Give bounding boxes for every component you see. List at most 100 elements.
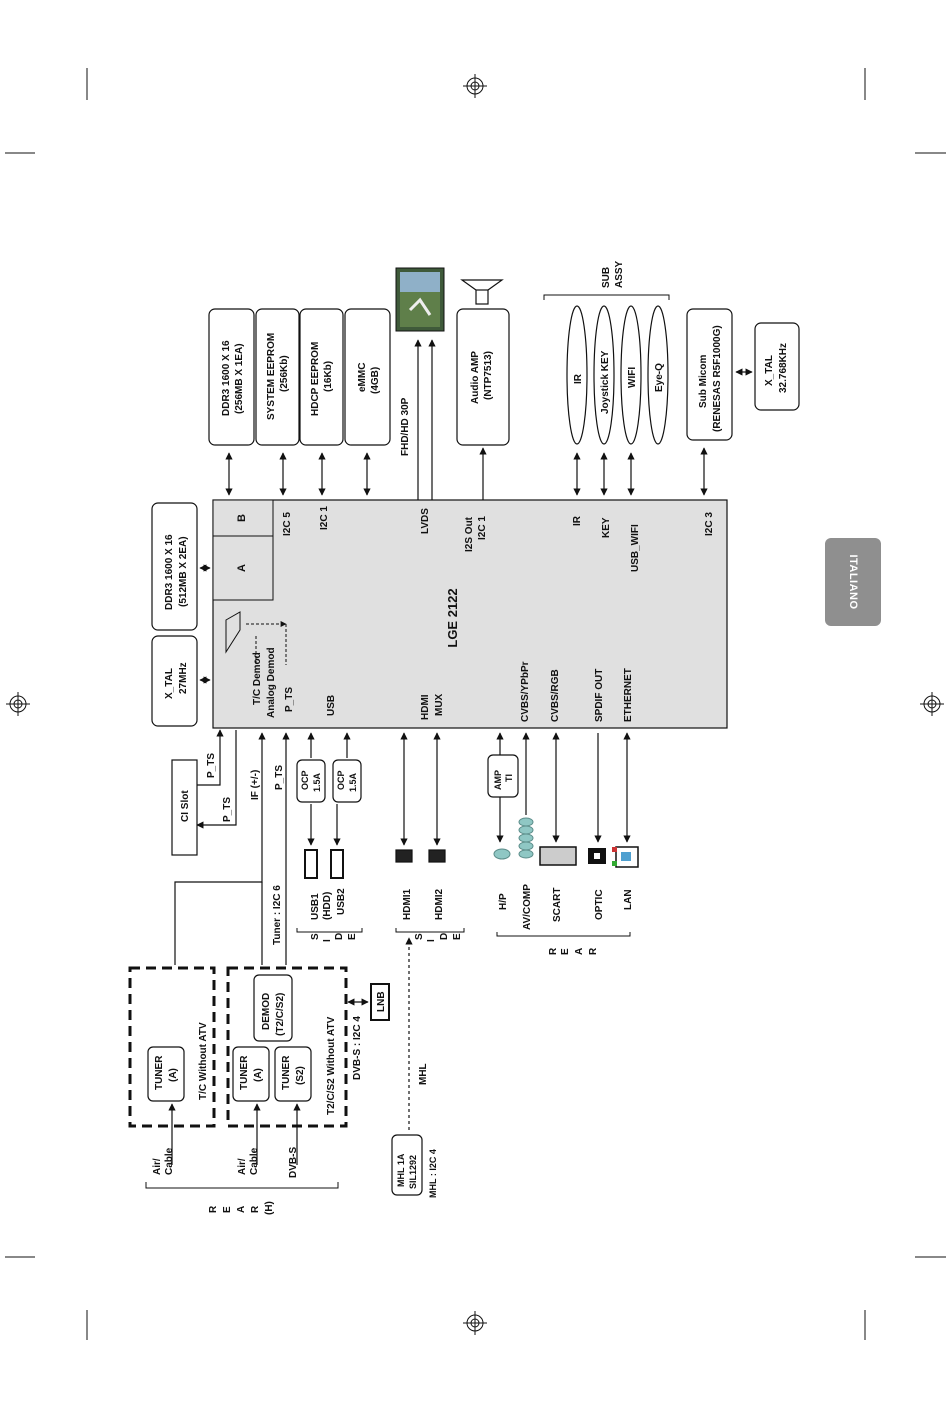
hdmi-connectors: [395, 732, 446, 863]
rear-port-icons: [493, 817, 639, 868]
svg-text:(T2/C/S2): (T2/C/S2): [275, 993, 286, 1036]
svg-text:X_TAL: X_TAL: [164, 668, 175, 699]
registration-target-left: [6, 692, 30, 716]
pin-i2s-i2c1: I2C 1: [477, 516, 488, 540]
svg-text:Audio AMP: Audio AMP: [470, 351, 481, 404]
svg-text:LAN: LAN: [623, 889, 634, 910]
language-tab-label: ITALIANO: [847, 554, 859, 610]
svg-text:A: A: [236, 1206, 247, 1213]
svg-text:X_TAL: X_TAL: [764, 355, 775, 386]
registration-target-top: [463, 74, 487, 98]
pin-i2c1: I2C 1: [319, 506, 330, 530]
svg-text:OCP: OCP: [336, 770, 346, 790]
svg-text:DVB-S : I2C 4: DVB-S : I2C 4: [352, 1016, 363, 1080]
system-eeprom-block: [255, 308, 300, 446]
svg-text:R: R: [250, 1205, 261, 1213]
svg-text:Air/: Air/: [237, 1158, 248, 1175]
rear-h-word: R E A R (H): [208, 1201, 275, 1215]
pin-lvds: LVDS: [420, 508, 431, 534]
pin-spdif-out: SPDIF OUT: [594, 669, 605, 722]
svg-text:TUNER: TUNER: [281, 1055, 292, 1090]
svg-text:(16Kb): (16Kb): [323, 361, 334, 392]
svg-text:R: R: [588, 947, 599, 955]
tuner-connectors: [168, 937, 413, 1165]
svg-text:P_TS: P_TS: [274, 765, 285, 790]
usb-connectors: [304, 732, 351, 879]
pin-p-ts: P_TS: [284, 687, 295, 712]
svg-text:LNB: LNB: [376, 991, 387, 1012]
top-connectors: [225, 339, 753, 500]
svg-text:FHD/HD 30P: FHD/HD 30P: [400, 397, 411, 456]
svg-text:DEMOD: DEMOD: [261, 993, 272, 1030]
side-port-labels: USB1 (HDD) USB2 HDMI1 HDMI2: [310, 888, 445, 920]
svg-text:TUNER: TUNER: [239, 1055, 250, 1090]
svg-text:HDMI2: HDMI2: [434, 888, 445, 920]
ddr3-block-1: [208, 308, 255, 446]
ci-slot-label: CI Slot: [180, 790, 191, 822]
svg-text:TUNER: TUNER: [154, 1055, 165, 1090]
svg-text:Tuner : I2C 6: Tuner : I2C 6: [272, 885, 283, 945]
signal-labels: P_TS P_TS IF (+/-) P_TS Tuner : I2C 6: [206, 753, 285, 945]
svg-text:1.5A: 1.5A: [348, 772, 358, 792]
chip-region-a: [212, 535, 274, 601]
svg-text:Sub Micom: Sub Micom: [698, 355, 709, 408]
ocp-blocks: [296, 759, 362, 803]
svg-text:E: E: [452, 933, 463, 940]
crop-marks: [5, 68, 946, 1340]
pin-key: KEY: [601, 517, 612, 538]
svg-text:(A): (A): [253, 1068, 264, 1082]
sub-assy-ellipses: [566, 305, 669, 445]
svg-text:MHL : I2C 4: MHL : I2C 4: [428, 1149, 438, 1198]
svg-text:32.768KHz: 32.768KHz: [778, 343, 789, 393]
rear-connectors: [496, 732, 631, 843]
tuner-blocks: [147, 974, 390, 1102]
sub-assy-bracket: [543, 294, 670, 300]
pin-hdmi: HDMI: [420, 694, 431, 720]
svg-text:R: R: [548, 947, 559, 955]
top-block-labels: DDR3 1600 X 16 (256MB X 1EA) SYSTEM EEPR…: [221, 260, 789, 456]
svg-text:Cable: Cable: [164, 1147, 175, 1175]
audio-amp-block: [456, 308, 510, 446]
svg-text:(S2): (S2): [295, 1066, 306, 1085]
svg-text:E: E: [560, 948, 571, 955]
svg-text:USB1: USB1: [310, 893, 321, 920]
tc-tuner-group: [128, 966, 216, 1128]
pin-usb: USB: [326, 695, 337, 716]
svg-text:IF (+/-): IF (+/-): [250, 770, 261, 800]
svg-text:S: S: [310, 933, 321, 940]
left-block-labels: DDR3 1600 X 16 (512MB X 2EA) X_TAL 27MHz…: [164, 534, 191, 822]
chip-region-b-label: B: [236, 514, 248, 522]
rear-word: R E A R: [548, 947, 599, 955]
t2-tuner-group: [226, 966, 348, 1128]
pin-i2c3: I2C 3: [704, 512, 715, 536]
chip-pin-labels: I2C 5 I2C 1 LVDS I2S Out I2C 1 IR KEY US…: [252, 506, 715, 722]
svg-text:HDMI1: HDMI1: [402, 888, 413, 920]
svg-text:P_TS: P_TS: [222, 797, 233, 822]
rear-bracket: [496, 932, 631, 937]
sub-assy-eyeq: Eye-Q: [654, 363, 665, 392]
svg-text:OCP: OCP: [300, 770, 310, 790]
svg-text:T2/C/S2 Without ATV: T2/C/S2 Without ATV: [326, 1016, 337, 1115]
svg-text:E: E: [222, 1206, 233, 1213]
pin-analog-demod: Analog Demod: [266, 647, 277, 718]
svg-text:ASSY: ASSY: [614, 260, 625, 288]
svg-text:A: A: [574, 948, 585, 955]
left-blocks: [151, 502, 198, 856]
side-word-1: S I D E S I D E: [310, 933, 463, 942]
pin-cvbs-ypbpr: CVBS/YPbPr: [520, 661, 531, 722]
left-connectors: [174, 564, 290, 965]
svg-text:MHL 1A: MHL 1A: [396, 1153, 406, 1187]
svg-text:T/C Without ATV: T/C Without ATV: [198, 1022, 209, 1100]
emmc-block: [344, 308, 391, 446]
language-tab: ITALIANO: [825, 538, 881, 626]
mhl-chip: [391, 1134, 423, 1196]
svg-text:D: D: [439, 933, 450, 940]
sub-micom-block: [686, 308, 733, 441]
svg-text:HDCP EEPROM: HDCP EEPROM: [310, 342, 321, 416]
svg-text:Cable: Cable: [249, 1147, 260, 1175]
rear-h-input-labels: Air/ Cable Air/ Cable DVB-S: [152, 1147, 299, 1178]
svg-text:(RENESAS R5F1000G): (RENESAS R5F1000G): [712, 325, 723, 432]
svg-text:AV/COMP: AV/COMP: [522, 884, 533, 930]
svg-text:(256Kb): (256Kb): [279, 355, 290, 392]
svg-text:SIL1292: SIL1292: [408, 1155, 418, 1189]
